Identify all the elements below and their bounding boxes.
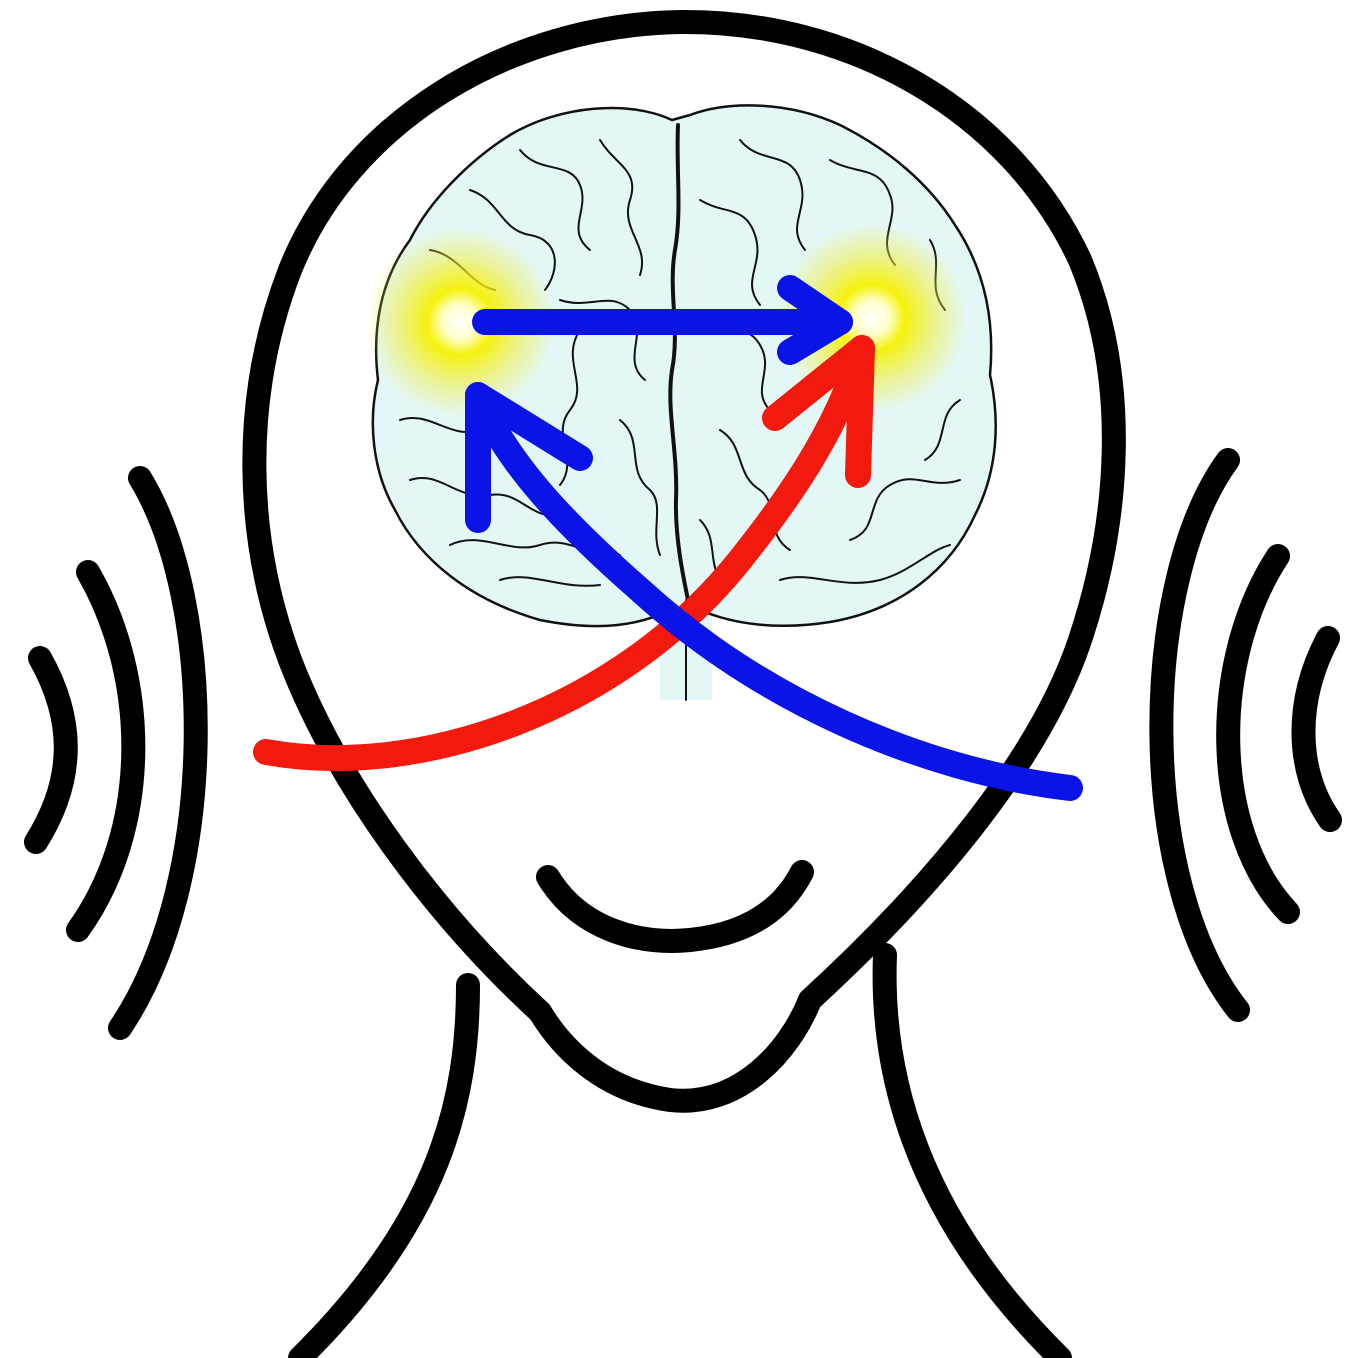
smile — [548, 872, 802, 941]
neck-left — [300, 985, 468, 1358]
sound-waves-right-icon — [1161, 460, 1330, 1010]
chin-jaw — [540, 1000, 810, 1101]
neck-right — [885, 955, 1060, 1358]
sound-waves-left-icon — [36, 478, 196, 1028]
